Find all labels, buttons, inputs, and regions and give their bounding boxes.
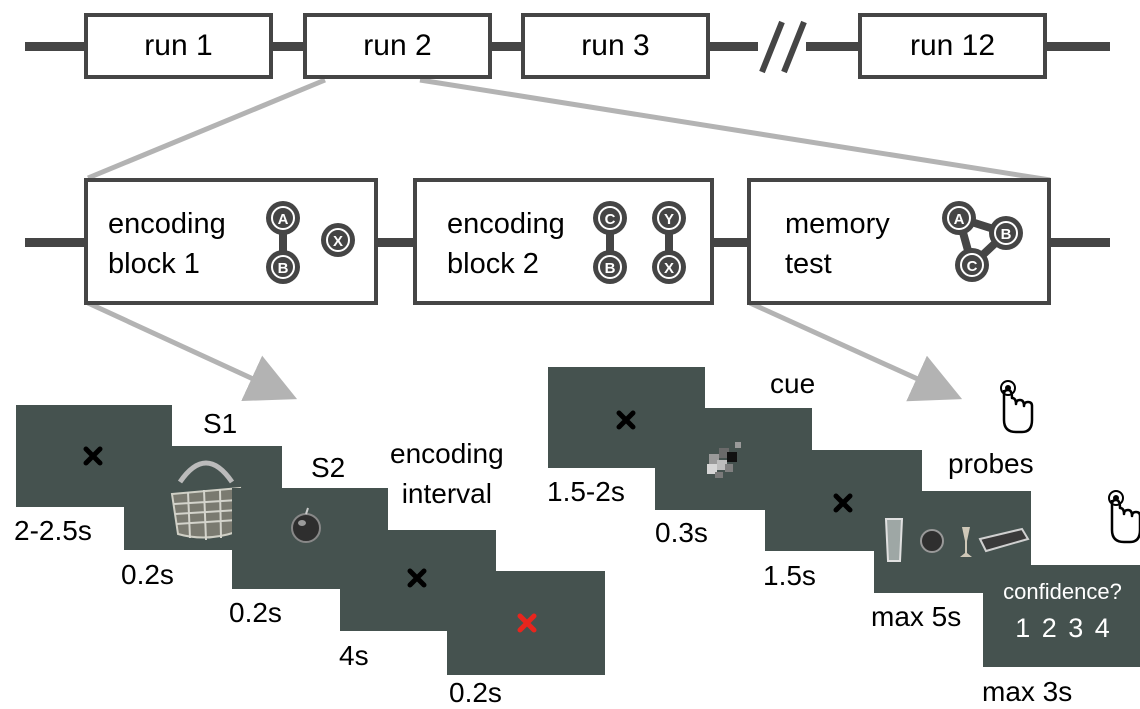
s1-label: S1 bbox=[203, 408, 238, 439]
pair-association-icon: A B X bbox=[266, 201, 355, 284]
duration-label: max 3s bbox=[982, 676, 1073, 707]
svg-text:A: A bbox=[278, 211, 289, 228]
pair-association-icon: C B Y X bbox=[593, 201, 686, 284]
duration-label: 1.5-2s bbox=[547, 476, 625, 507]
probes-label: probes bbox=[948, 448, 1034, 479]
duration-label: 4s bbox=[339, 640, 369, 671]
svg-text:B: B bbox=[605, 260, 616, 277]
confidence-question: confidence? bbox=[1003, 579, 1122, 604]
run-box-2: run 2 bbox=[303, 13, 492, 79]
svg-text:C: C bbox=[605, 211, 616, 228]
zoom-line-left bbox=[87, 77, 326, 181]
break-mark-2 bbox=[781, 20, 807, 74]
svg-text:X: X bbox=[664, 260, 674, 277]
svg-text:A: A bbox=[954, 211, 965, 228]
zoom-line-right bbox=[419, 77, 1051, 183]
run-label: run 2 bbox=[363, 29, 432, 62]
run-label: run 1 bbox=[144, 29, 213, 62]
probe-objects-image bbox=[884, 518, 1030, 562]
fixation-cross-icon bbox=[616, 410, 636, 430]
break-mark-1 bbox=[759, 20, 785, 74]
svg-text:X: X bbox=[333, 233, 343, 250]
svg-text:Y: Y bbox=[664, 211, 674, 228]
duration-label: 0.2s bbox=[229, 597, 282, 628]
duration-label: 0.2s bbox=[121, 559, 174, 590]
svg-text:B: B bbox=[278, 260, 289, 277]
pixelated-cue-image bbox=[707, 442, 741, 478]
cue-label: cue bbox=[770, 368, 816, 399]
duration-label: 2-2.5s bbox=[14, 515, 92, 546]
run-box-3: run 3 bbox=[521, 13, 710, 79]
run-box-12: run 12 bbox=[858, 13, 1047, 79]
svg-text:C: C bbox=[967, 258, 978, 275]
run-label: run 3 bbox=[581, 29, 650, 62]
fixation-cross-icon bbox=[83, 446, 103, 466]
duration-label: 1.5s bbox=[763, 560, 816, 591]
duration-label: 0.2s bbox=[449, 677, 502, 708]
red-fixation-cross-icon bbox=[517, 613, 537, 633]
triad-association-icon: A B C bbox=[942, 201, 1023, 282]
duration-label: 0.3s bbox=[655, 517, 708, 548]
arrow-to-encoding-sequence bbox=[86, 300, 298, 401]
run-box-1: run 1 bbox=[84, 13, 273, 79]
run-label: run 12 bbox=[909, 29, 996, 62]
apple-image bbox=[291, 507, 321, 543]
confidence-scale: 1 2 3 4 bbox=[1015, 613, 1110, 643]
fixation-cross-icon bbox=[833, 493, 853, 513]
confidence-screen: confidence? 1 2 3 4 bbox=[983, 565, 1140, 667]
svg-text:B: B bbox=[1001, 226, 1012, 243]
s2-label: S2 bbox=[311, 452, 346, 483]
duration-label: max 5s bbox=[871, 601, 962, 632]
fixation-cross-icon bbox=[407, 568, 427, 588]
arrow-to-test-sequence bbox=[748, 300, 963, 402]
red-fixation-screen bbox=[447, 571, 605, 675]
